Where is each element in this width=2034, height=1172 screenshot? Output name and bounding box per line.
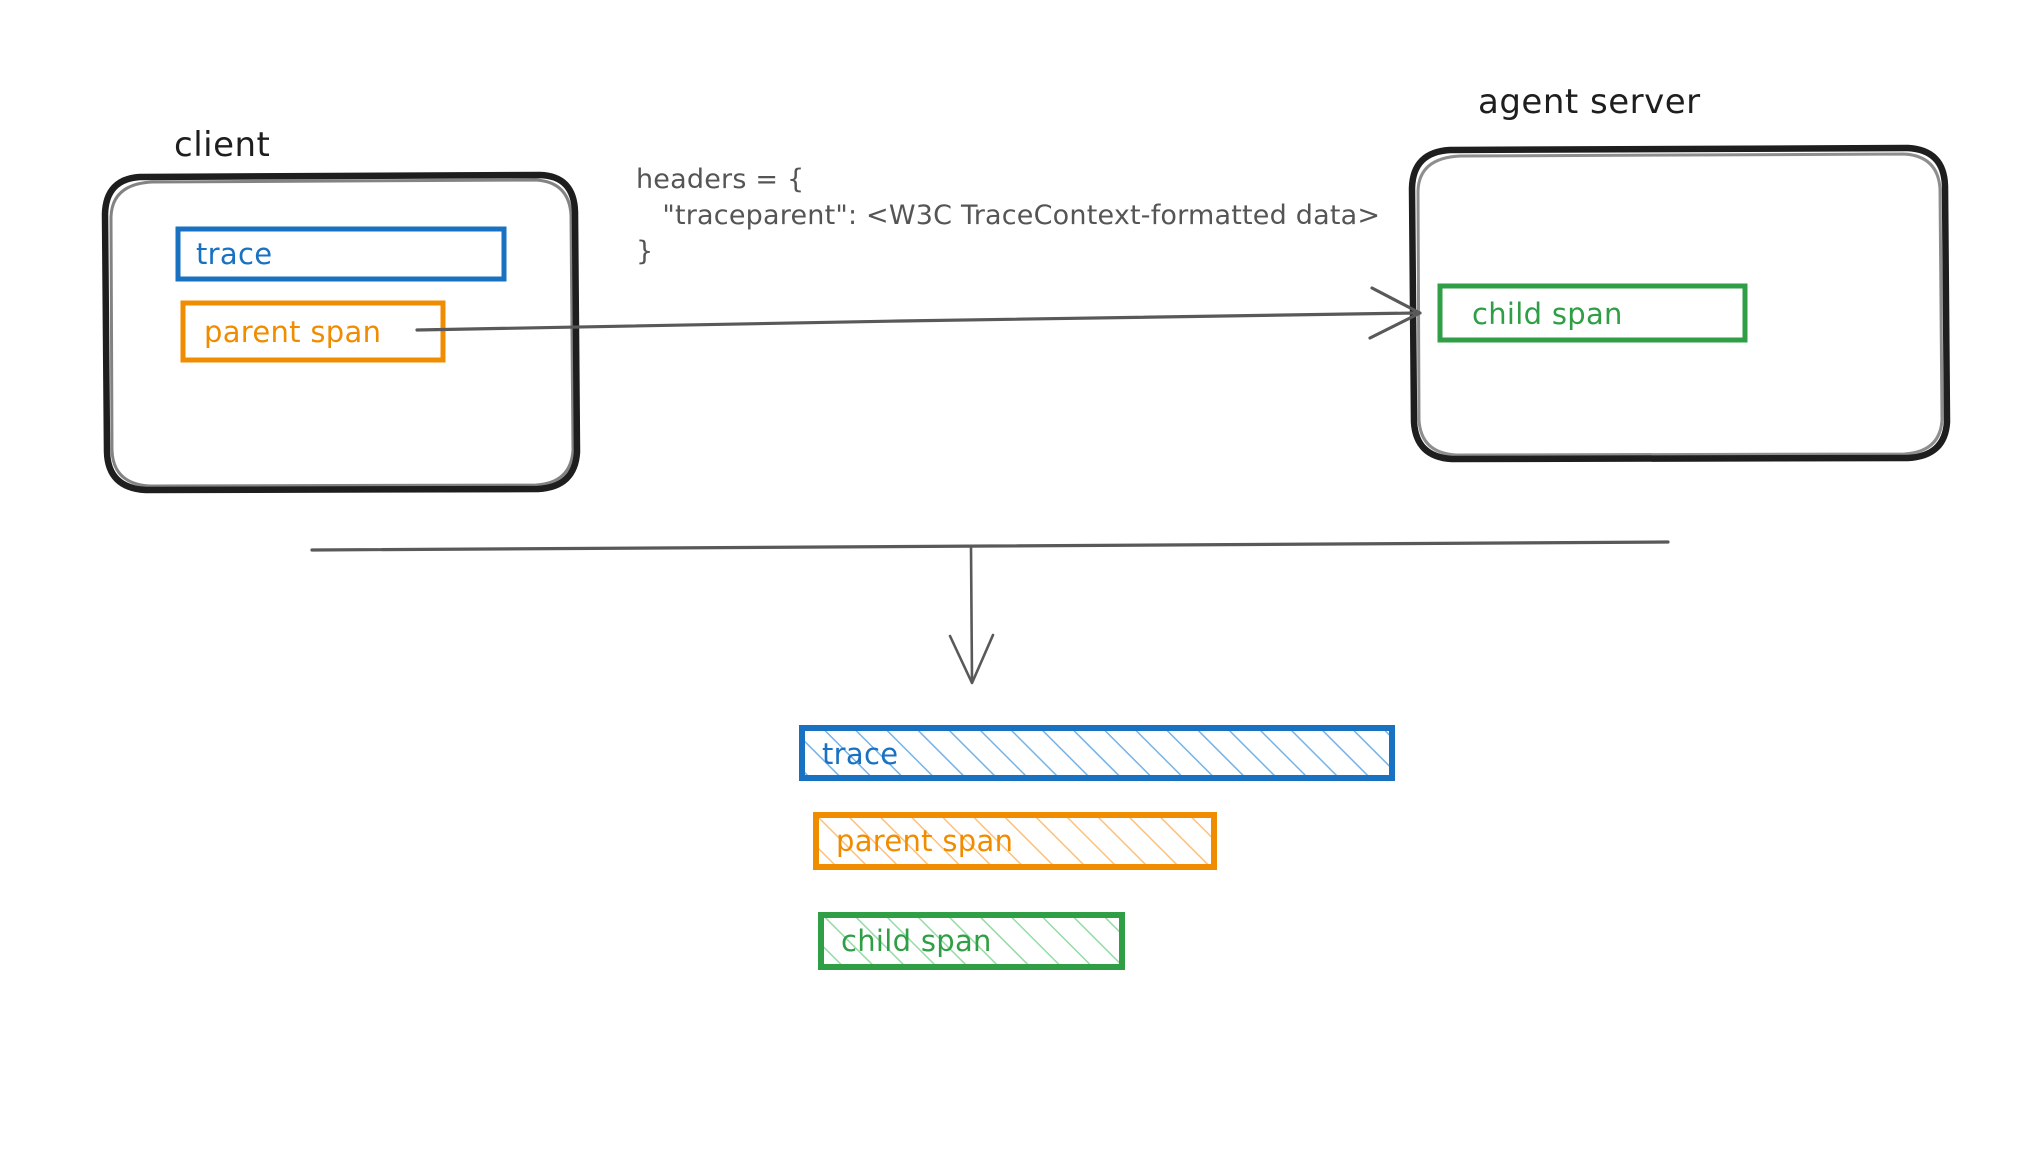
- timeline-parent-span-label: parent span: [836, 824, 1014, 858]
- request-headers-line-3: }: [636, 236, 654, 267]
- section-divider: [310, 540, 1670, 552]
- request-headers-line-1: headers = {: [636, 164, 805, 195]
- client-parent-span-label: parent span: [204, 315, 382, 349]
- timeline-child-span-label: child span: [841, 924, 992, 958]
- client-title: client: [174, 125, 271, 165]
- timeline-down-arrow: [948, 545, 995, 685]
- request-arrow: [415, 286, 1422, 340]
- timeline-trace-label: trace: [822, 737, 899, 771]
- server-child-span-label: child span: [1472, 297, 1623, 331]
- agent-server-title: agent server: [1478, 82, 1701, 122]
- client-trace-label: trace: [196, 237, 273, 271]
- request-headers-line-2: "traceparent": <W3C TraceContext-formatt…: [636, 200, 1381, 231]
